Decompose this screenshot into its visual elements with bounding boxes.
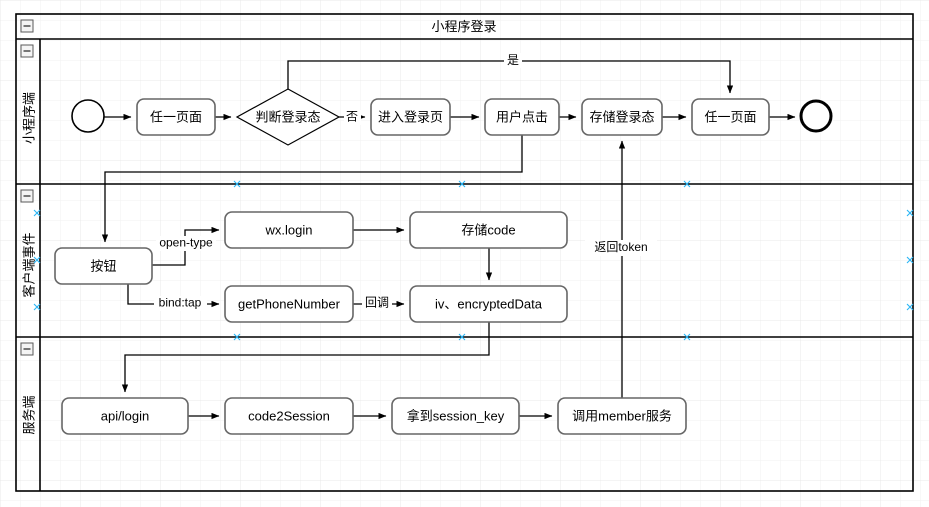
svg-text:返回token: 返回token xyxy=(594,240,647,254)
node-get-phone-number[interactable]: getPhoneNumber xyxy=(224,285,354,323)
node-wx-login-label: wx.login xyxy=(265,222,313,237)
node-encrypted-data-label: iv、encryptedData xyxy=(435,296,543,311)
node-start[interactable] xyxy=(71,99,105,133)
lane-collapse-toggle-miniprogram[interactable] xyxy=(20,44,34,58)
edge-label-bind-tap: bind:tap xyxy=(154,296,207,311)
node-get-session-key-label: 拿到session_key xyxy=(407,408,505,423)
svg-text:否: 否 xyxy=(346,110,358,124)
node-any-page-2[interactable]: 任一页面 xyxy=(691,98,770,136)
edge-label-no: 否 xyxy=(344,110,361,125)
node-store-login-state[interactable]: 存储登录态 xyxy=(581,98,663,136)
edge-userclick-to-button xyxy=(101,135,523,243)
node-wx-login[interactable]: wx.login xyxy=(224,211,354,249)
lane-label-miniprogram: 小程序端 xyxy=(21,92,36,144)
node-store-code[interactable]: 存储code xyxy=(409,211,568,249)
node-code2session-label: code2Session xyxy=(248,408,330,423)
edge-label-callback: 回调 xyxy=(362,296,392,311)
node-get-session-key[interactable]: 拿到session_key xyxy=(391,397,520,435)
edge-encrypteddata-to-apilogin xyxy=(121,322,490,393)
node-encrypted-data[interactable]: iv、encryptedData xyxy=(409,285,568,323)
node-call-member-service[interactable]: 调用member服务 xyxy=(557,397,687,435)
node-api-login[interactable]: api/login xyxy=(61,397,189,435)
node-call-member-service-label: 调用member服务 xyxy=(572,408,672,423)
selection-handles[interactable] xyxy=(33,180,914,341)
node-check-login[interactable]: 判断登录态 xyxy=(235,88,341,146)
node-any-page-2-label: 任一页面 xyxy=(704,109,756,124)
svg-text:bind:tap: bind:tap xyxy=(159,296,202,310)
edge-label-yes: 是 xyxy=(504,53,522,68)
node-store-code-label: 存储code xyxy=(461,222,515,237)
pool-title: 小程序登录 xyxy=(431,19,496,34)
node-any-page-1[interactable]: 任一页面 xyxy=(136,98,216,136)
node-get-phone-number-label: getPhoneNumber xyxy=(238,296,341,311)
edge-label-return-token: 返回token xyxy=(585,240,657,256)
lane-label-client-event: 客户端事件 xyxy=(21,232,36,297)
svg-text:open-type: open-type xyxy=(159,236,213,250)
node-enter-login-page-label: 进入登录页 xyxy=(378,109,443,124)
lane-collapse-toggle-client-event[interactable] xyxy=(20,189,34,203)
node-any-page-1-label: 任一页面 xyxy=(150,109,202,124)
node-enter-login-page[interactable]: 进入登录页 xyxy=(370,98,451,136)
node-button[interactable]: 按钮 xyxy=(54,247,153,285)
node-code2session[interactable]: code2Session xyxy=(224,397,354,435)
node-end[interactable] xyxy=(799,99,833,133)
node-check-login-label: 判断登录态 xyxy=(255,109,320,124)
node-button-label: 按钮 xyxy=(90,258,116,273)
node-user-click-label: 用户点击 xyxy=(496,109,548,124)
svg-text:回调: 回调 xyxy=(365,296,389,310)
edge-labels: 是 否 open-type bind:tap 回调 返回token xyxy=(154,53,657,311)
node-store-login-state-label: 存储登录态 xyxy=(589,109,654,124)
pool-collapse-toggle[interactable] xyxy=(20,19,34,33)
lane-label-server: 服务端 xyxy=(21,395,36,434)
pool-frame xyxy=(15,13,914,492)
lane-collapse-toggle-server[interactable] xyxy=(20,342,34,356)
svg-text:是: 是 xyxy=(507,53,519,67)
node-api-login-label: api/login xyxy=(101,408,149,423)
edge-label-open-type: open-type xyxy=(156,236,216,251)
node-user-click[interactable]: 用户点击 xyxy=(484,98,560,136)
